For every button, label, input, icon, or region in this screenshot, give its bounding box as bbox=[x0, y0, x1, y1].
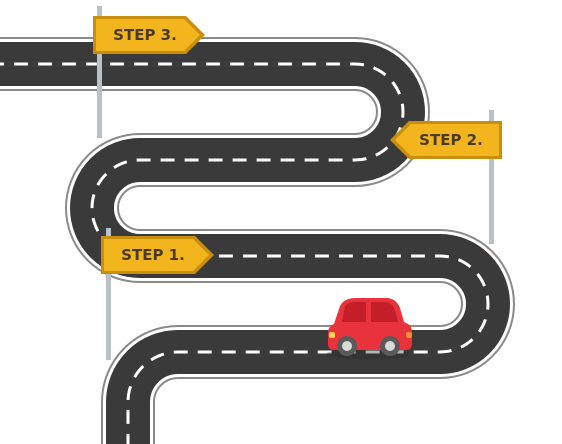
sign-pole-step-1 bbox=[106, 228, 111, 360]
sign-pole-step-2 bbox=[489, 110, 494, 244]
sign-label-step-2: STEP 2. bbox=[419, 131, 483, 149]
sign-step-1: STEP 1. bbox=[101, 236, 214, 274]
sign-step-3: STEP 3. bbox=[93, 16, 205, 54]
sign-pole-step-3 bbox=[97, 6, 102, 138]
sign-label-step-3: STEP 3. bbox=[113, 26, 177, 44]
sign-step-2: STEP 2. bbox=[390, 121, 502, 159]
sign-label-step-1: STEP 1. bbox=[121, 246, 185, 264]
red-car-icon bbox=[326, 298, 412, 359]
